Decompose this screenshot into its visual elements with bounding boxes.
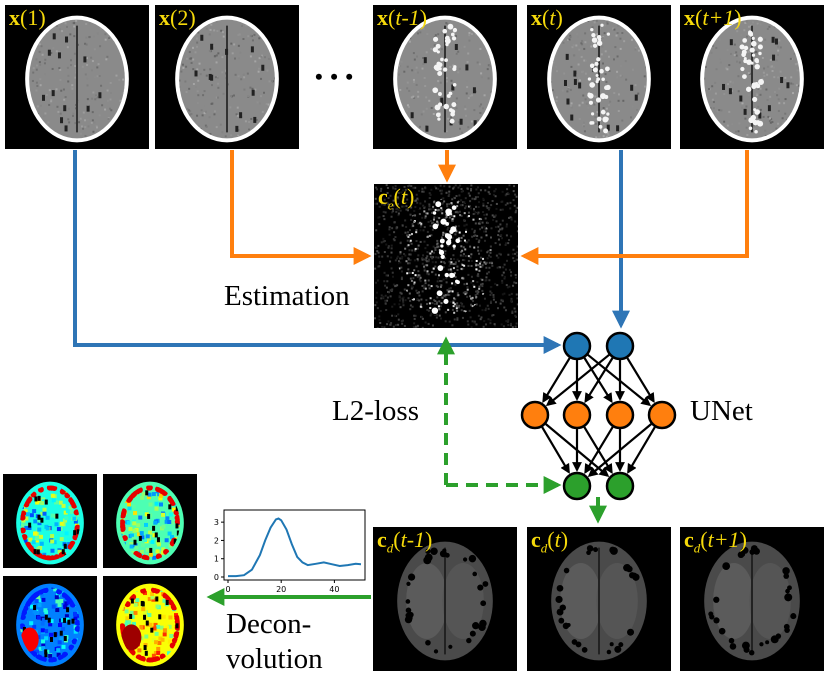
- perfusion-map-4: [103, 576, 197, 670]
- perfusion-map-image: [116, 583, 184, 667]
- perfusion-map-3: [3, 576, 97, 670]
- frame-x-t: x(t): [527, 5, 671, 149]
- denoised-image: [704, 541, 800, 661]
- denoised-image: [397, 541, 493, 661]
- unet-output-node: [605, 471, 635, 501]
- estimate-panel-label: ce(t): [378, 184, 415, 213]
- y-tick-label: 0: [214, 573, 219, 582]
- frame-x1-label: x(1): [9, 5, 46, 30]
- estimate-panel: ce(t): [374, 184, 518, 328]
- frame-x-tplus1-label: x(t+1): [684, 5, 742, 30]
- output-panel-tplus1: cd(t+1): [680, 527, 824, 671]
- unet-nodes: [520, 331, 677, 501]
- noisy-contrast-image: [374, 184, 518, 328]
- unet-edges: [541, 353, 656, 478]
- residue-chart: 0 20 40 0 1 2 3: [214, 509, 366, 594]
- frame-x-t-label: x(t): [531, 5, 563, 30]
- unet-edge: [584, 426, 614, 475]
- deconvolution-label-line1: Decon-: [226, 608, 312, 640]
- brain-ct-image: [175, 15, 279, 143]
- unet-edge: [584, 357, 614, 404]
- l2loss-label: L2-loss: [332, 395, 419, 427]
- unet-input-node: [562, 331, 592, 361]
- unet-label: UNet: [690, 395, 753, 427]
- lesion: [20, 627, 39, 652]
- output-panel-tplus1-label: cd(t+1): [684, 527, 747, 556]
- unet-hidden-node: [520, 400, 550, 430]
- denoised-image: [551, 541, 647, 661]
- output-panel-t: cd(t): [527, 527, 671, 671]
- frame-x1: x(1): [5, 5, 149, 149]
- arrow-x2-to-estimate: [230, 150, 372, 265]
- unet-edge: [545, 353, 610, 407]
- brain-ct-image: [393, 15, 497, 143]
- output-panel-tminus1: cd(t-1): [373, 527, 517, 671]
- frame-x-tplus1: x(t+1): [680, 5, 824, 149]
- frame-x-tminus1: x(t-1): [373, 5, 517, 149]
- brain-ct-image: [25, 15, 129, 143]
- ellipsis: • • •: [315, 64, 355, 89]
- perfusion-map-image: [116, 481, 184, 565]
- unet-edge: [542, 357, 571, 404]
- frame-x-tminus1-label: x(t-1): [377, 5, 428, 30]
- output-panel-t-label: cd(t): [531, 527, 569, 556]
- brain-ct-image: [547, 15, 651, 143]
- unet-edge: [587, 423, 652, 478]
- output-panel-tminus1-label: cd(t-1): [377, 527, 433, 556]
- y-tick-label: 2: [214, 536, 219, 545]
- x-tick-label: 20: [276, 585, 286, 594]
- unet-hidden-node: [562, 400, 592, 430]
- perfusion-map-2: [103, 474, 197, 568]
- x-tick-label: 0: [225, 585, 230, 594]
- y-tick-label: 3: [214, 518, 219, 527]
- unet-output-node: [562, 471, 592, 501]
- y-tick-label: 1: [214, 555, 219, 564]
- unet-edge: [626, 357, 655, 404]
- arrow-x1-to-unet: [73, 150, 562, 354]
- frame-x2-label: x(2): [159, 5, 196, 30]
- unet-edge: [541, 426, 570, 474]
- unet-edge: [627, 426, 656, 474]
- frame-x2: x(2): [155, 5, 299, 149]
- perfusion-map-1: [3, 474, 97, 568]
- x-tick-label: 40: [329, 585, 339, 594]
- perfusion-map-image: [16, 481, 84, 565]
- estimation-label: Estimation: [224, 280, 350, 312]
- unet-hidden-node: [605, 400, 635, 430]
- series-line: [228, 517, 362, 578]
- unet-hidden-node: [647, 400, 677, 430]
- deconvolution-label-line2: volution: [226, 643, 323, 675]
- chart-frame: [223, 509, 366, 581]
- brain-ct-image: [700, 15, 804, 143]
- arrow-xtplus1-to-estimate: [520, 150, 749, 265]
- unet-input-node: [605, 331, 635, 361]
- perfusion-map-image: [16, 583, 84, 667]
- lesion: [121, 624, 142, 651]
